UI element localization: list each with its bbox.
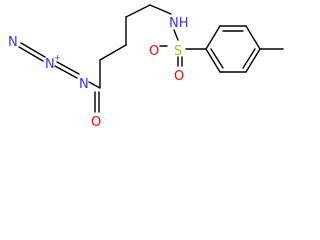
bond-chain-2 <box>99 44 127 61</box>
bond-chain-5 <box>149 4 172 15</box>
ring-bond-4 <box>245 48 261 73</box>
chemical-structure: N N + N O NH S O O <box>8 4 284 130</box>
azide-n-middle-label: N <box>45 57 55 72</box>
ring-bond-1 <box>205 25 221 50</box>
bond-n-n-1b <box>20 42 46 58</box>
bond-n-n-1a <box>18 46 44 62</box>
bond-n-carbonyl <box>88 81 101 89</box>
atom-labels: N N + N O NH S O O <box>8 16 189 130</box>
azide-n-acyl-label: N <box>79 77 89 92</box>
bond-n-n-2a <box>54 65 78 79</box>
azide-n-terminal-label: N <box>8 35 18 50</box>
ring-bond-6 <box>205 48 221 73</box>
bond-n-n-2b <box>56 61 80 75</box>
azide-n-middle-charge: + <box>54 53 61 62</box>
bonds <box>18 4 284 113</box>
ring-bond-3 <box>245 25 261 50</box>
bond-nh-s <box>173 29 179 41</box>
bond-chain-4 <box>125 4 151 18</box>
sulfur-label: S <box>174 44 182 59</box>
sulfonamide-nh-label: NH <box>169 16 189 31</box>
sulfonyl-o-bottom-label: O <box>174 69 184 84</box>
ring-double-2 <box>242 48 256 69</box>
ring-double-3 <box>210 48 224 69</box>
sulfonyl-o-left-label: O <box>149 44 159 59</box>
carbonyl-o-label: O <box>91 115 101 130</box>
